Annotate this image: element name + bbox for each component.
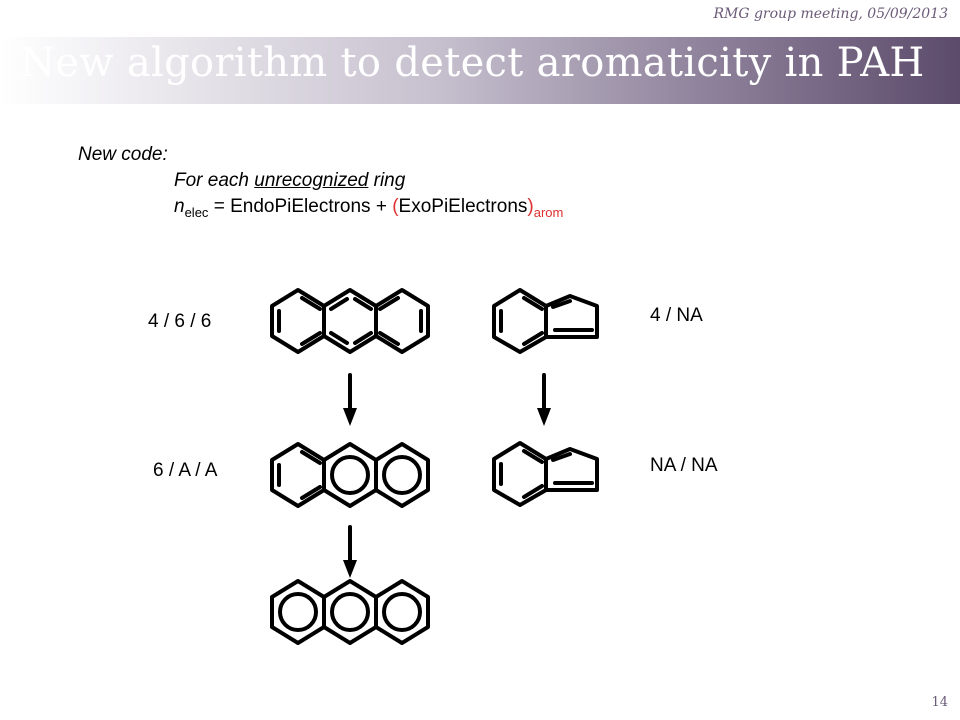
slide-title: New algorithm to detect aromaticity in P… xyxy=(20,40,925,86)
formula-sub: arom xyxy=(533,204,564,220)
aromatic-ring-circle xyxy=(278,592,318,632)
double-bond xyxy=(300,331,322,346)
anthracene-kekule-outline xyxy=(270,288,430,354)
title-bar xyxy=(0,37,960,104)
arrow-anthracene-step2-head xyxy=(343,560,357,578)
label-anthracene-initial: 4 / 6 / 6 xyxy=(148,311,212,332)
code-line-heading: New code: xyxy=(78,144,168,165)
meeting-note: RMG group meeting, 05/09/2013 xyxy=(713,6,948,22)
formula-n: n xyxy=(174,196,185,217)
formula-middle: = EndoPiElectrons + xyxy=(208,196,393,217)
formula-paren-open: ( xyxy=(392,196,399,217)
aromatic-ring-circle xyxy=(330,455,370,495)
double-bond xyxy=(551,452,572,462)
anthracene-partial-outline xyxy=(270,442,430,508)
aromatic-ring-circle xyxy=(382,455,422,495)
arrow-indene-step1-head xyxy=(537,408,551,426)
double-bond xyxy=(353,297,373,311)
double-bond xyxy=(329,297,349,311)
indene-structure xyxy=(492,288,599,354)
aromatic-ring-circle xyxy=(330,592,370,632)
double-bond xyxy=(378,296,400,311)
double-bond xyxy=(522,484,544,499)
loop-underlined: unrecognized xyxy=(254,170,369,191)
indene-structure-unchanged xyxy=(492,441,599,507)
formula-paren-close: ) xyxy=(527,196,534,217)
anthracene-aromatic-outline xyxy=(270,579,430,645)
double-bond xyxy=(300,485,322,500)
label-indene-step: NA / NA xyxy=(650,455,718,476)
code-line-loop: For each unrecognized ring xyxy=(78,168,563,194)
arrow-anthracene-step1-head xyxy=(343,408,357,426)
label-indene-initial: 4 / NA xyxy=(650,305,703,326)
double-bond xyxy=(522,331,544,346)
loop-suffix: ring xyxy=(368,170,406,191)
double-bond xyxy=(353,331,373,345)
indene-unchanged-outline xyxy=(492,441,599,507)
anthracene-kekule-structure xyxy=(270,288,430,354)
anthracene-aromatic-structure xyxy=(270,579,430,645)
loop-prefix: For each xyxy=(174,170,255,191)
code-line-formula: nelec = EndoPiElectrons + (ExoPiElectron… xyxy=(78,194,563,226)
double-bond xyxy=(300,296,322,311)
formula-exo: ExoPiElectrons xyxy=(398,196,528,217)
page-number: 14 xyxy=(931,695,948,710)
double-bond xyxy=(522,449,544,464)
code-block: New code: For each unrecognized ring nel… xyxy=(78,142,563,226)
indene-outline xyxy=(492,288,599,354)
double-bond xyxy=(300,450,322,465)
label-anthracene-step: 6 / A / A xyxy=(153,460,218,481)
anthracene-partial-aromatic-structure xyxy=(270,442,430,508)
double-bond xyxy=(522,296,544,311)
formula-n-sub: elec xyxy=(184,204,209,220)
double-bond xyxy=(551,299,572,309)
double-bond xyxy=(329,331,349,345)
double-bond xyxy=(378,331,400,346)
aromatic-ring-circle xyxy=(382,592,422,632)
